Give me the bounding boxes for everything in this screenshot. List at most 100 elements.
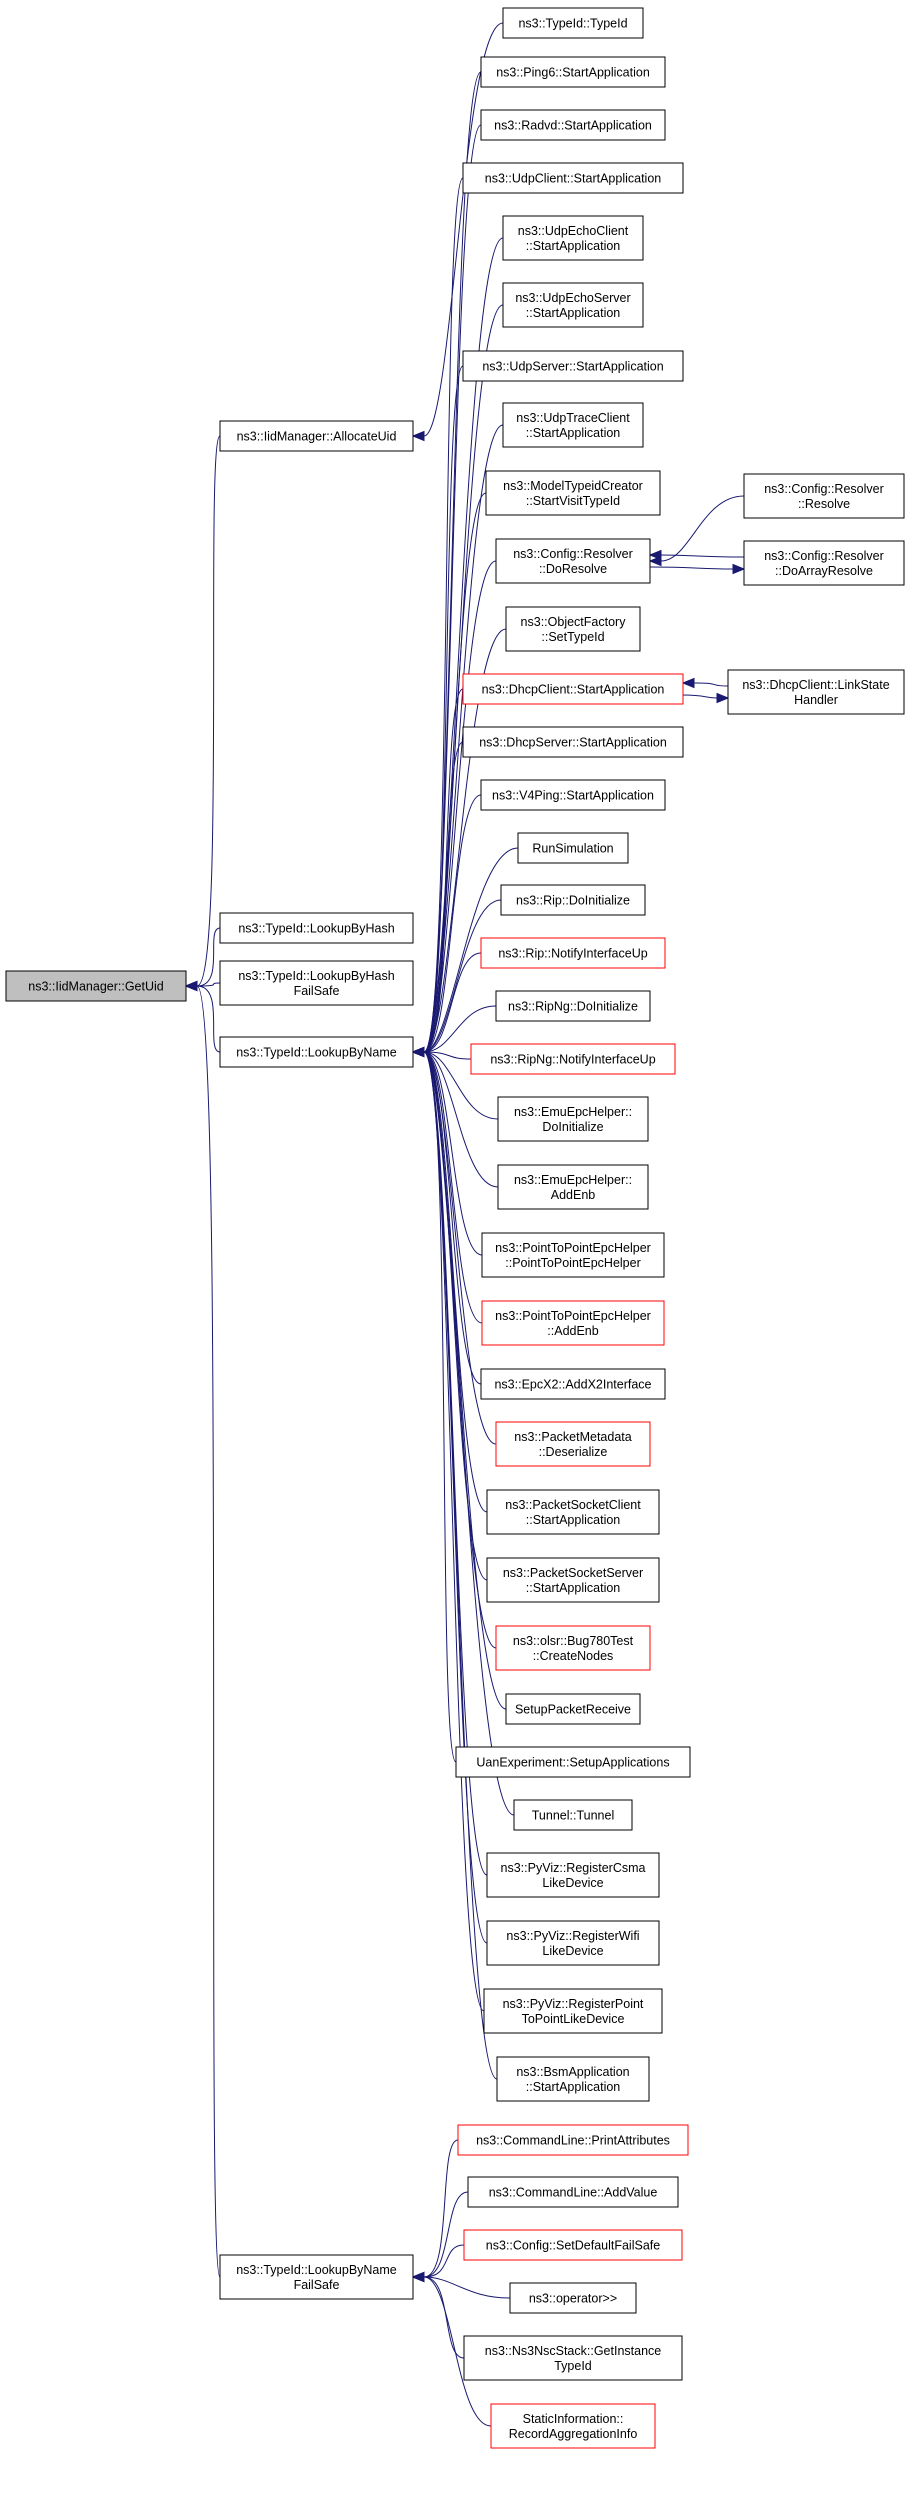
edge-line — [423, 952, 482, 1053]
node-label-line: ns3::Ping6::StartApplication — [496, 66, 650, 80]
node-box — [743, 473, 905, 519]
node-tunnel[interactable]: Tunnel::Tunnel — [513, 1799, 633, 1831]
edge-pktsockserver-to-lookupbyname — [411, 1046, 488, 1581]
node-p2paddenb[interactable]: ns3::PointToPointEpcHelper::AddEnb — [481, 1300, 665, 1346]
edge-line — [423, 1051, 483, 1324]
node-box — [219, 912, 414, 944]
edge-line — [423, 237, 504, 1053]
node-label-line: ::CreateNodes — [533, 1649, 614, 1663]
node-v4ping[interactable]: ns3::V4Ping::StartApplication — [480, 779, 666, 811]
node-cfgsetdefault[interactable]: ns3::Config::SetDefaultFailSafe — [463, 2229, 683, 2261]
node-label-line: LikeDevice — [542, 1944, 603, 1958]
node-setuppkt[interactable]: SetupPacketReceive — [505, 1693, 641, 1725]
node-label-line: ns3::ObjectFactory — [521, 615, 627, 629]
node-box — [219, 2254, 414, 2300]
node-label-line: ::StartVisitTypeId — [526, 494, 620, 508]
node-ripinit[interactable]: ns3::Rip::DoInitialize — [500, 884, 646, 916]
node-label-line: ::StartApplication — [526, 239, 621, 253]
edge-p2pctor-to-lookupbyname — [411, 1046, 483, 1256]
node-box — [462, 162, 684, 194]
node-box — [467, 2176, 679, 2208]
edge-dhcpclient-to-dhcplinkstate — [682, 692, 730, 704]
edge-line — [423, 1051, 499, 1188]
node-dhcpclient[interactable]: ns3::DhcpClient::StartApplication — [462, 673, 684, 705]
node-cfgdoresolve[interactable]: ns3::Config::Resolver::DoResolve — [495, 538, 651, 584]
node-label-line: ns3::Radvd::StartApplication — [494, 119, 652, 133]
node-box — [486, 1852, 660, 1898]
edge-line — [423, 1051, 472, 1060]
node-modeltypeid[interactable]: ns3::ModelTypeidCreator::StartVisitTypeI… — [485, 470, 661, 516]
node-ripnotify[interactable]: ns3::Rip::NotifyInterfaceUp — [480, 937, 666, 969]
node-label-line: ns3::CommandLine::AddValue — [489, 2186, 658, 2200]
node-ripnginit[interactable]: ns3::RipNg::DoInitialize — [495, 990, 651, 1022]
node-typeid_ctor[interactable]: ns3::TypeId::TypeId — [502, 7, 644, 39]
node-pktmeta[interactable]: ns3::PacketMetadata::Deserialize — [495, 1421, 651, 1467]
node-label-line: ::StartApplication — [526, 426, 621, 440]
edge-cfgdoresolve-to-cfgdoarray — [649, 563, 746, 575]
node-label-line: ns3::UdpServer::StartApplication — [482, 360, 663, 374]
node-cmdprint[interactable]: ns3::CommandLine::PrintAttributes — [457, 2124, 689, 2156]
node-ping6[interactable]: ns3::Ping6::StartApplication — [480, 56, 666, 88]
node-staticinfo[interactable]: StaticInformation::RecordAggregationInfo — [490, 2403, 656, 2449]
edge-line — [423, 177, 464, 1053]
node-label-line: ns3::TypeId::LookupByName — [236, 2263, 397, 2277]
node-box — [219, 1036, 414, 1068]
edge-lookupbyhash-to-getuid — [184, 927, 221, 992]
node-radvd[interactable]: ns3::Radvd::StartApplication — [480, 109, 666, 141]
node-label-line: ns3::ModelTypeidCreator — [503, 479, 643, 493]
node-label-line: Handler — [794, 693, 838, 707]
node-pyvizp2p[interactable]: ns3::PyViz::RegisterPointToPointLikeDevi… — [483, 1988, 663, 2034]
node-pktsockclient[interactable]: ns3::PacketSocketClient::StartApplicatio… — [486, 1489, 660, 1535]
edge-cmdprint-to-lookupbynamefailsafe — [411, 2139, 459, 2283]
node-box — [497, 1164, 649, 1210]
node-pktsockserver[interactable]: ns3::PacketSocketServer::StartApplicatio… — [486, 1557, 660, 1603]
node-lookupbyname[interactable]: ns3::TypeId::LookupByName — [219, 1036, 414, 1068]
edge-line — [423, 1051, 497, 1445]
node-label-line: ::StartApplication — [526, 1513, 621, 1527]
node-udpechoserver[interactable]: ns3::UdpEchoServer::StartApplication — [502, 282, 644, 328]
node-p2pctor[interactable]: ns3::PointToPointEpcHelper::PointToPoint… — [481, 1232, 665, 1278]
arrowhead-icon — [411, 430, 425, 442]
node-label-line: RecordAggregationInfo — [509, 2427, 638, 2441]
node-ripngnotify[interactable]: ns3::RipNg::NotifyInterfaceUp — [470, 1043, 676, 1075]
edge-bsmapp-to-lookupbyname — [411, 1046, 498, 2080]
node-udpserver[interactable]: ns3::UdpServer::StartApplication — [462, 350, 684, 382]
node-label-line: UanExperiment::SetupApplications — [476, 1756, 669, 1770]
edge-cfgdoarray-to-cfgdoresolve — [648, 549, 745, 561]
node-emuinit[interactable]: ns3::EmuEpcHelper::DoInitialize — [497, 1096, 649, 1142]
node-label-line: ns3::TypeId::LookupByName — [236, 1046, 397, 1060]
node-allocateuid[interactable]: ns3::IidManager::AllocateUid — [219, 420, 414, 452]
node-operator[interactable]: ns3::operator>> — [509, 2282, 637, 2314]
node-cfgresolve[interactable]: ns3::Config::Resolver::Resolve — [743, 473, 905, 519]
node-cmdadd[interactable]: ns3::CommandLine::AddValue — [467, 2176, 679, 2208]
node-udpclient[interactable]: ns3::UdpClient::StartApplication — [462, 162, 684, 194]
node-emuaddenb[interactable]: ns3::EmuEpcHelper::AddEnb — [497, 1164, 649, 1210]
edge-line — [423, 365, 464, 1053]
edge-line — [423, 847, 519, 1053]
node-uanexp[interactable]: UanExperiment::SetupApplications — [455, 1746, 691, 1778]
node-label-line: ::DoArrayResolve — [775, 564, 873, 578]
node-bsmapp[interactable]: ns3::BsmApplication::StartApplication — [496, 2056, 650, 2102]
node-udptraceclient[interactable]: ns3::UdpTraceClient::StartApplication — [502, 402, 644, 448]
node-udpechoclient[interactable]: ns3::UdpEchoClient::StartApplication — [502, 215, 644, 261]
node-dhcpserver[interactable]: ns3::DhcpServer::StartApplication — [462, 726, 684, 758]
edge-line — [423, 2276, 465, 2359]
node-objfactory[interactable]: ns3::ObjectFactory::SetTypeId — [505, 606, 641, 652]
edge-line — [196, 927, 221, 987]
node-box — [462, 673, 684, 705]
node-lookupbyhash[interactable]: ns3::TypeId::LookupByHash — [219, 912, 414, 944]
node-olsrbug[interactable]: ns3::olsr::Bug780Test::CreateNodes — [495, 1625, 651, 1671]
node-runsim[interactable]: RunSimulation — [517, 832, 629, 864]
node-cfgdoarray[interactable]: ns3::Config::Resolver::DoArrayResolve — [743, 540, 905, 586]
node-label-line: ::PointToPointEpcHelper — [505, 1256, 641, 1270]
node-box — [500, 884, 646, 916]
node-epcx2[interactable]: ns3::EpcX2::AddX2Interface — [480, 1368, 666, 1400]
node-label-line: ns3::olsr::Bug780Test — [513, 1634, 634, 1648]
node-box — [219, 960, 414, 1006]
